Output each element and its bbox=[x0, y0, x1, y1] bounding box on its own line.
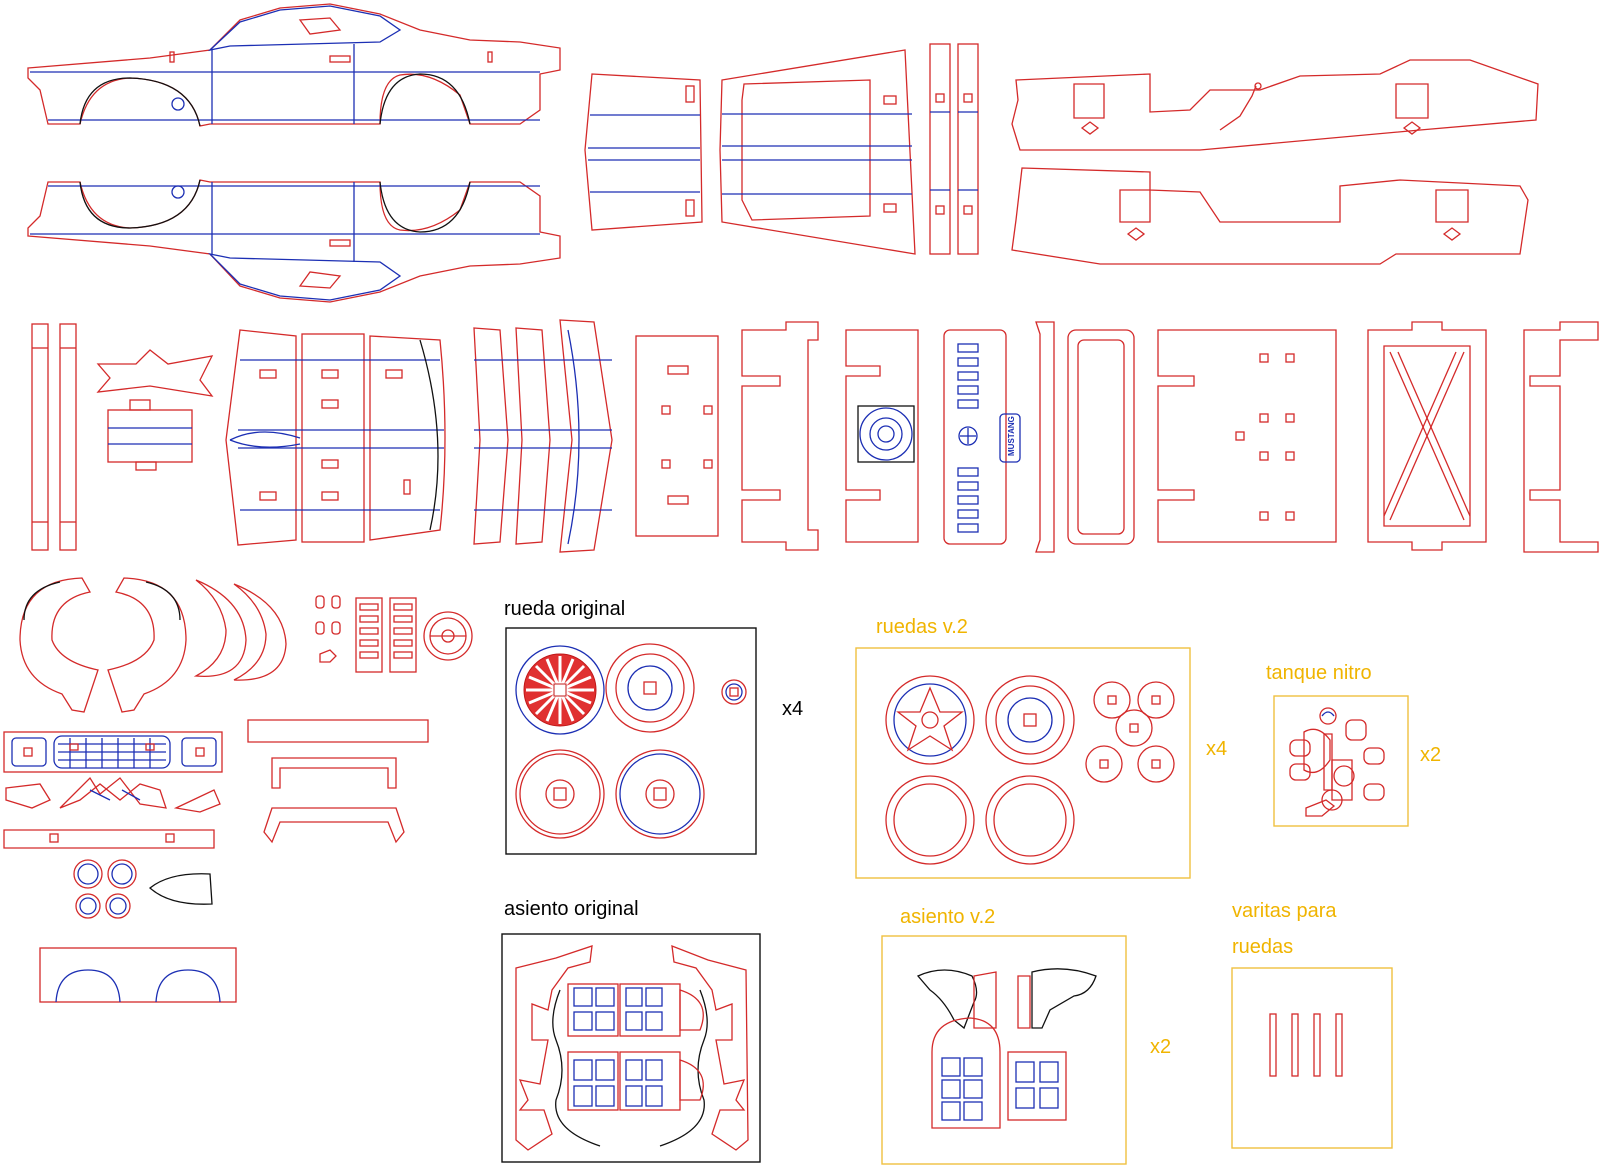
mustang-badge-text: MUSTANG bbox=[1007, 416, 1016, 456]
long-trim-strip bbox=[3, 829, 215, 849]
long-strip-pair-top bbox=[929, 43, 979, 255]
roof-panel bbox=[584, 73, 703, 231]
car-side-panel-right bbox=[27, 179, 561, 303]
rear-panel bbox=[39, 947, 237, 1003]
base-plate-large bbox=[1157, 329, 1337, 543]
end-bracket bbox=[1523, 321, 1599, 553]
ruedas-v2-quantity: x4 bbox=[1206, 738, 1228, 760]
asiento-v2-label: asiento v.2 bbox=[900, 906, 996, 928]
tiny-clips bbox=[315, 595, 341, 663]
chassis-rail-top bbox=[1011, 59, 1539, 151]
asiento-v2-quantity: x2 bbox=[1150, 1036, 1172, 1058]
front-grille bbox=[3, 731, 223, 773]
asiento-original-box bbox=[501, 933, 761, 1163]
steering-wheel-part bbox=[423, 611, 473, 661]
fender-strips bbox=[473, 319, 613, 553]
wheel-arch-pieces bbox=[19, 577, 287, 713]
asiento-original-label: asiento original bbox=[504, 898, 639, 920]
rueda-original-label: rueda original bbox=[504, 598, 626, 620]
tanque-nitro-label: tanque nitro bbox=[1266, 662, 1372, 684]
speaker-plate bbox=[845, 329, 919, 543]
bumper-bars bbox=[247, 719, 429, 844]
varitas-label-line2: ruedas bbox=[1232, 936, 1294, 958]
chassis-rail-bottom bbox=[1011, 167, 1529, 265]
tray-frame bbox=[1035, 321, 1135, 553]
dashboard-plate: MUSTANG bbox=[943, 329, 1021, 545]
asiento-v2-box bbox=[881, 935, 1127, 1165]
hood-scoop-panels bbox=[225, 329, 446, 546]
rueda-original-quantity: x4 bbox=[782, 698, 804, 720]
emblem-discs bbox=[73, 859, 213, 919]
rueda-original-box bbox=[505, 627, 757, 855]
headlight-trim-row bbox=[5, 776, 221, 813]
tanque-nitro-box bbox=[1273, 695, 1409, 827]
ruedas-v2-box bbox=[855, 647, 1191, 879]
ruedas-v2-label: ruedas v.2 bbox=[876, 616, 968, 638]
varitas-label-line1: varitas para bbox=[1232, 900, 1337, 922]
varitas-box bbox=[1231, 967, 1393, 1149]
vent-slat-grid bbox=[355, 597, 417, 673]
side-bracket-plate bbox=[741, 321, 819, 551]
car-side-panel-left bbox=[27, 3, 561, 127]
floor-plate-small bbox=[635, 335, 719, 537]
bumper-grille-parts bbox=[96, 349, 214, 471]
hood-panel bbox=[719, 49, 916, 255]
small-strip-pair bbox=[31, 323, 77, 551]
tanque-nitro-quantity: x2 bbox=[1420, 744, 1442, 766]
x-brace-frame bbox=[1367, 321, 1487, 551]
